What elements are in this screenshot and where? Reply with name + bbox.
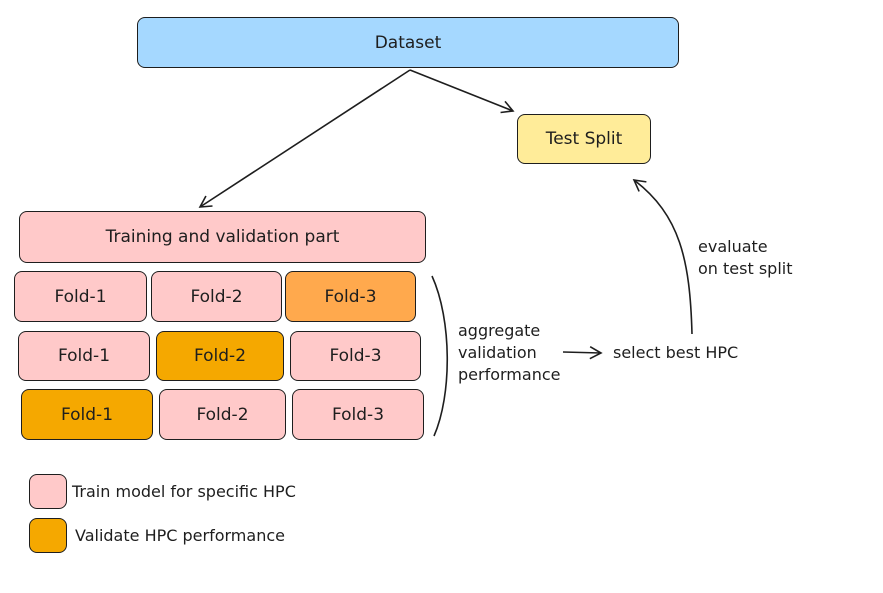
legend-train-label: Train model for specific HPC bbox=[72, 482, 296, 501]
arrow-select-to-test bbox=[632, 178, 693, 335]
dataset-box: Dataset bbox=[137, 17, 679, 68]
train-val-label: Training and validation part bbox=[105, 227, 340, 247]
fold-label: Fold-1 bbox=[60, 404, 114, 425]
fold-label: Fold-2 bbox=[193, 346, 247, 366]
aggregate-line-3: performance bbox=[458, 365, 561, 384]
legend-validate-swatch bbox=[29, 518, 67, 553]
fold-r1-c3: Fold-3 bbox=[285, 271, 416, 322]
evaluate-line-2: on test split bbox=[698, 259, 793, 278]
fold-label: Fold-2 bbox=[190, 286, 243, 307]
aggregate-line-2: validation bbox=[458, 343, 537, 362]
aggregate-text: aggregate validation performance bbox=[458, 320, 560, 386]
fold-r1-c1: Fold-1 bbox=[14, 271, 147, 322]
evaluate-text: evaluate on test split bbox=[698, 236, 792, 280]
test-split-label: Test Split bbox=[545, 129, 623, 149]
train-val-box: Training and validation part bbox=[19, 211, 426, 263]
select-best-hpc-text: select best HPC bbox=[613, 343, 739, 362]
fold-r2-c1: Fold-1 bbox=[18, 331, 150, 381]
fold-r1-c2: Fold-2 bbox=[151, 271, 282, 322]
legend-train-swatch bbox=[29, 474, 67, 509]
aggregate-line-1: aggregate bbox=[458, 321, 541, 340]
arrow-dataset-to-test bbox=[409, 69, 515, 114]
fold-r2-c2: Fold-2 bbox=[156, 331, 284, 381]
aggregate-brace bbox=[431, 275, 449, 437]
test-split-box: Test Split bbox=[517, 114, 651, 164]
arrow-dataset-to-train bbox=[198, 69, 411, 208]
fold-label: Fold-1 bbox=[54, 286, 107, 307]
fold-label: Fold-2 bbox=[196, 404, 249, 425]
fold-r3-c2: Fold-2 bbox=[159, 389, 286, 440]
fold-label: Fold-3 bbox=[324, 286, 377, 307]
fold-r3-c3: Fold-3 bbox=[292, 389, 424, 440]
fold-label: Fold-1 bbox=[57, 346, 111, 366]
dataset-label: Dataset bbox=[374, 32, 442, 53]
fold-label: Fold-3 bbox=[329, 346, 382, 366]
evaluate-line-1: evaluate bbox=[698, 237, 768, 256]
fold-r3-c1: Fold-1 bbox=[21, 389, 153, 440]
fold-r2-c3: Fold-3 bbox=[290, 331, 421, 381]
fold-label: Fold-3 bbox=[331, 404, 385, 425]
legend-validate-label: Validate HPC performance bbox=[75, 526, 285, 545]
arrow-aggregate-to-select bbox=[562, 346, 603, 360]
